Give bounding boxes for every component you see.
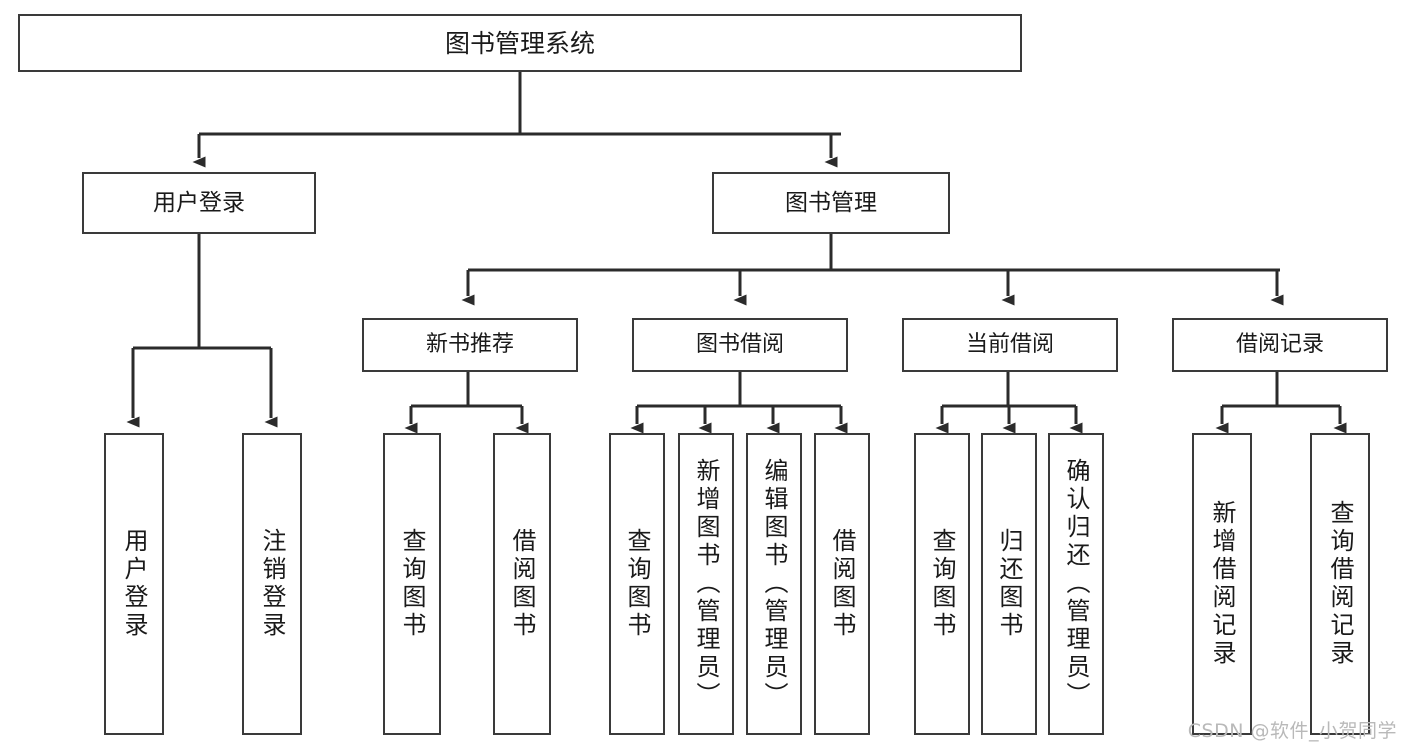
node-current-borrow-label: 当前借阅 <box>965 332 1054 357</box>
node-leaf-add-record-label: 新增借阅记录 <box>1208 500 1236 668</box>
node-borrow-record[interactable]: 借阅记录 <box>1172 318 1388 372</box>
node-leaf-query-book-2[interactable]: 查询图书 <box>609 433 665 735</box>
node-new-book-rec[interactable]: 新书推荐 <box>362 318 578 372</box>
node-book-manage-label: 图书管理 <box>785 189 877 216</box>
node-leaf-logout-label: 注销登录 <box>258 528 286 640</box>
node-leaf-add-book[interactable]: 新增图书（管理员） <box>678 433 734 735</box>
node-leaf-borrow-book-2[interactable]: 借阅图书 <box>814 433 870 735</box>
node-leaf-query-book-3[interactable]: 查询图书 <box>914 433 970 735</box>
node-root-label: 图书管理系统 <box>444 28 595 58</box>
node-leaf-borrow-book-1-label: 借阅图书 <box>508 528 536 640</box>
node-leaf-edit-book-label: 编辑图书（管理员） <box>760 458 788 710</box>
node-leaf-query-book-2-label: 查询图书 <box>623 528 651 640</box>
node-leaf-confirm-return-label: 确认归还（管理员） <box>1062 458 1090 710</box>
node-leaf-borrow-book-2-label: 借阅图书 <box>828 528 856 640</box>
node-leaf-add-book-label: 新增图书（管理员） <box>692 458 720 710</box>
node-current-borrow[interactable]: 当前借阅 <box>902 318 1118 372</box>
node-user-login[interactable]: 用户登录 <box>82 172 316 234</box>
node-leaf-return-book-label: 归还图书 <box>995 528 1023 640</box>
node-leaf-user-login-label: 用户登录 <box>120 528 148 640</box>
node-leaf-query-book-3-label: 查询图书 <box>928 528 956 640</box>
node-root[interactable]: 图书管理系统 <box>18 14 1022 72</box>
node-leaf-query-record[interactable]: 查询借阅记录 <box>1310 433 1370 735</box>
node-leaf-user-login[interactable]: 用户登录 <box>104 433 164 735</box>
node-leaf-return-book[interactable]: 归还图书 <box>981 433 1037 735</box>
node-borrow-record-label: 借阅记录 <box>1235 332 1324 357</box>
node-leaf-add-record[interactable]: 新增借阅记录 <box>1192 433 1252 735</box>
node-leaf-query-record-label: 查询借阅记录 <box>1326 500 1354 668</box>
node-new-book-rec-label: 新书推荐 <box>425 332 514 357</box>
node-leaf-edit-book[interactable]: 编辑图书（管理员） <box>746 433 802 735</box>
node-leaf-query-book-1-label: 查询图书 <box>398 528 426 640</box>
node-book-borrow[interactable]: 图书借阅 <box>632 318 848 372</box>
node-book-manage[interactable]: 图书管理 <box>712 172 950 234</box>
node-leaf-confirm-return[interactable]: 确认归还（管理员） <box>1048 433 1104 735</box>
node-leaf-query-book-1[interactable]: 查询图书 <box>383 433 441 735</box>
node-leaf-borrow-book-1[interactable]: 借阅图书 <box>493 433 551 735</box>
node-user-login-label: 用户登录 <box>153 189 245 216</box>
node-book-borrow-label: 图书借阅 <box>695 332 784 357</box>
node-leaf-logout[interactable]: 注销登录 <box>242 433 302 735</box>
